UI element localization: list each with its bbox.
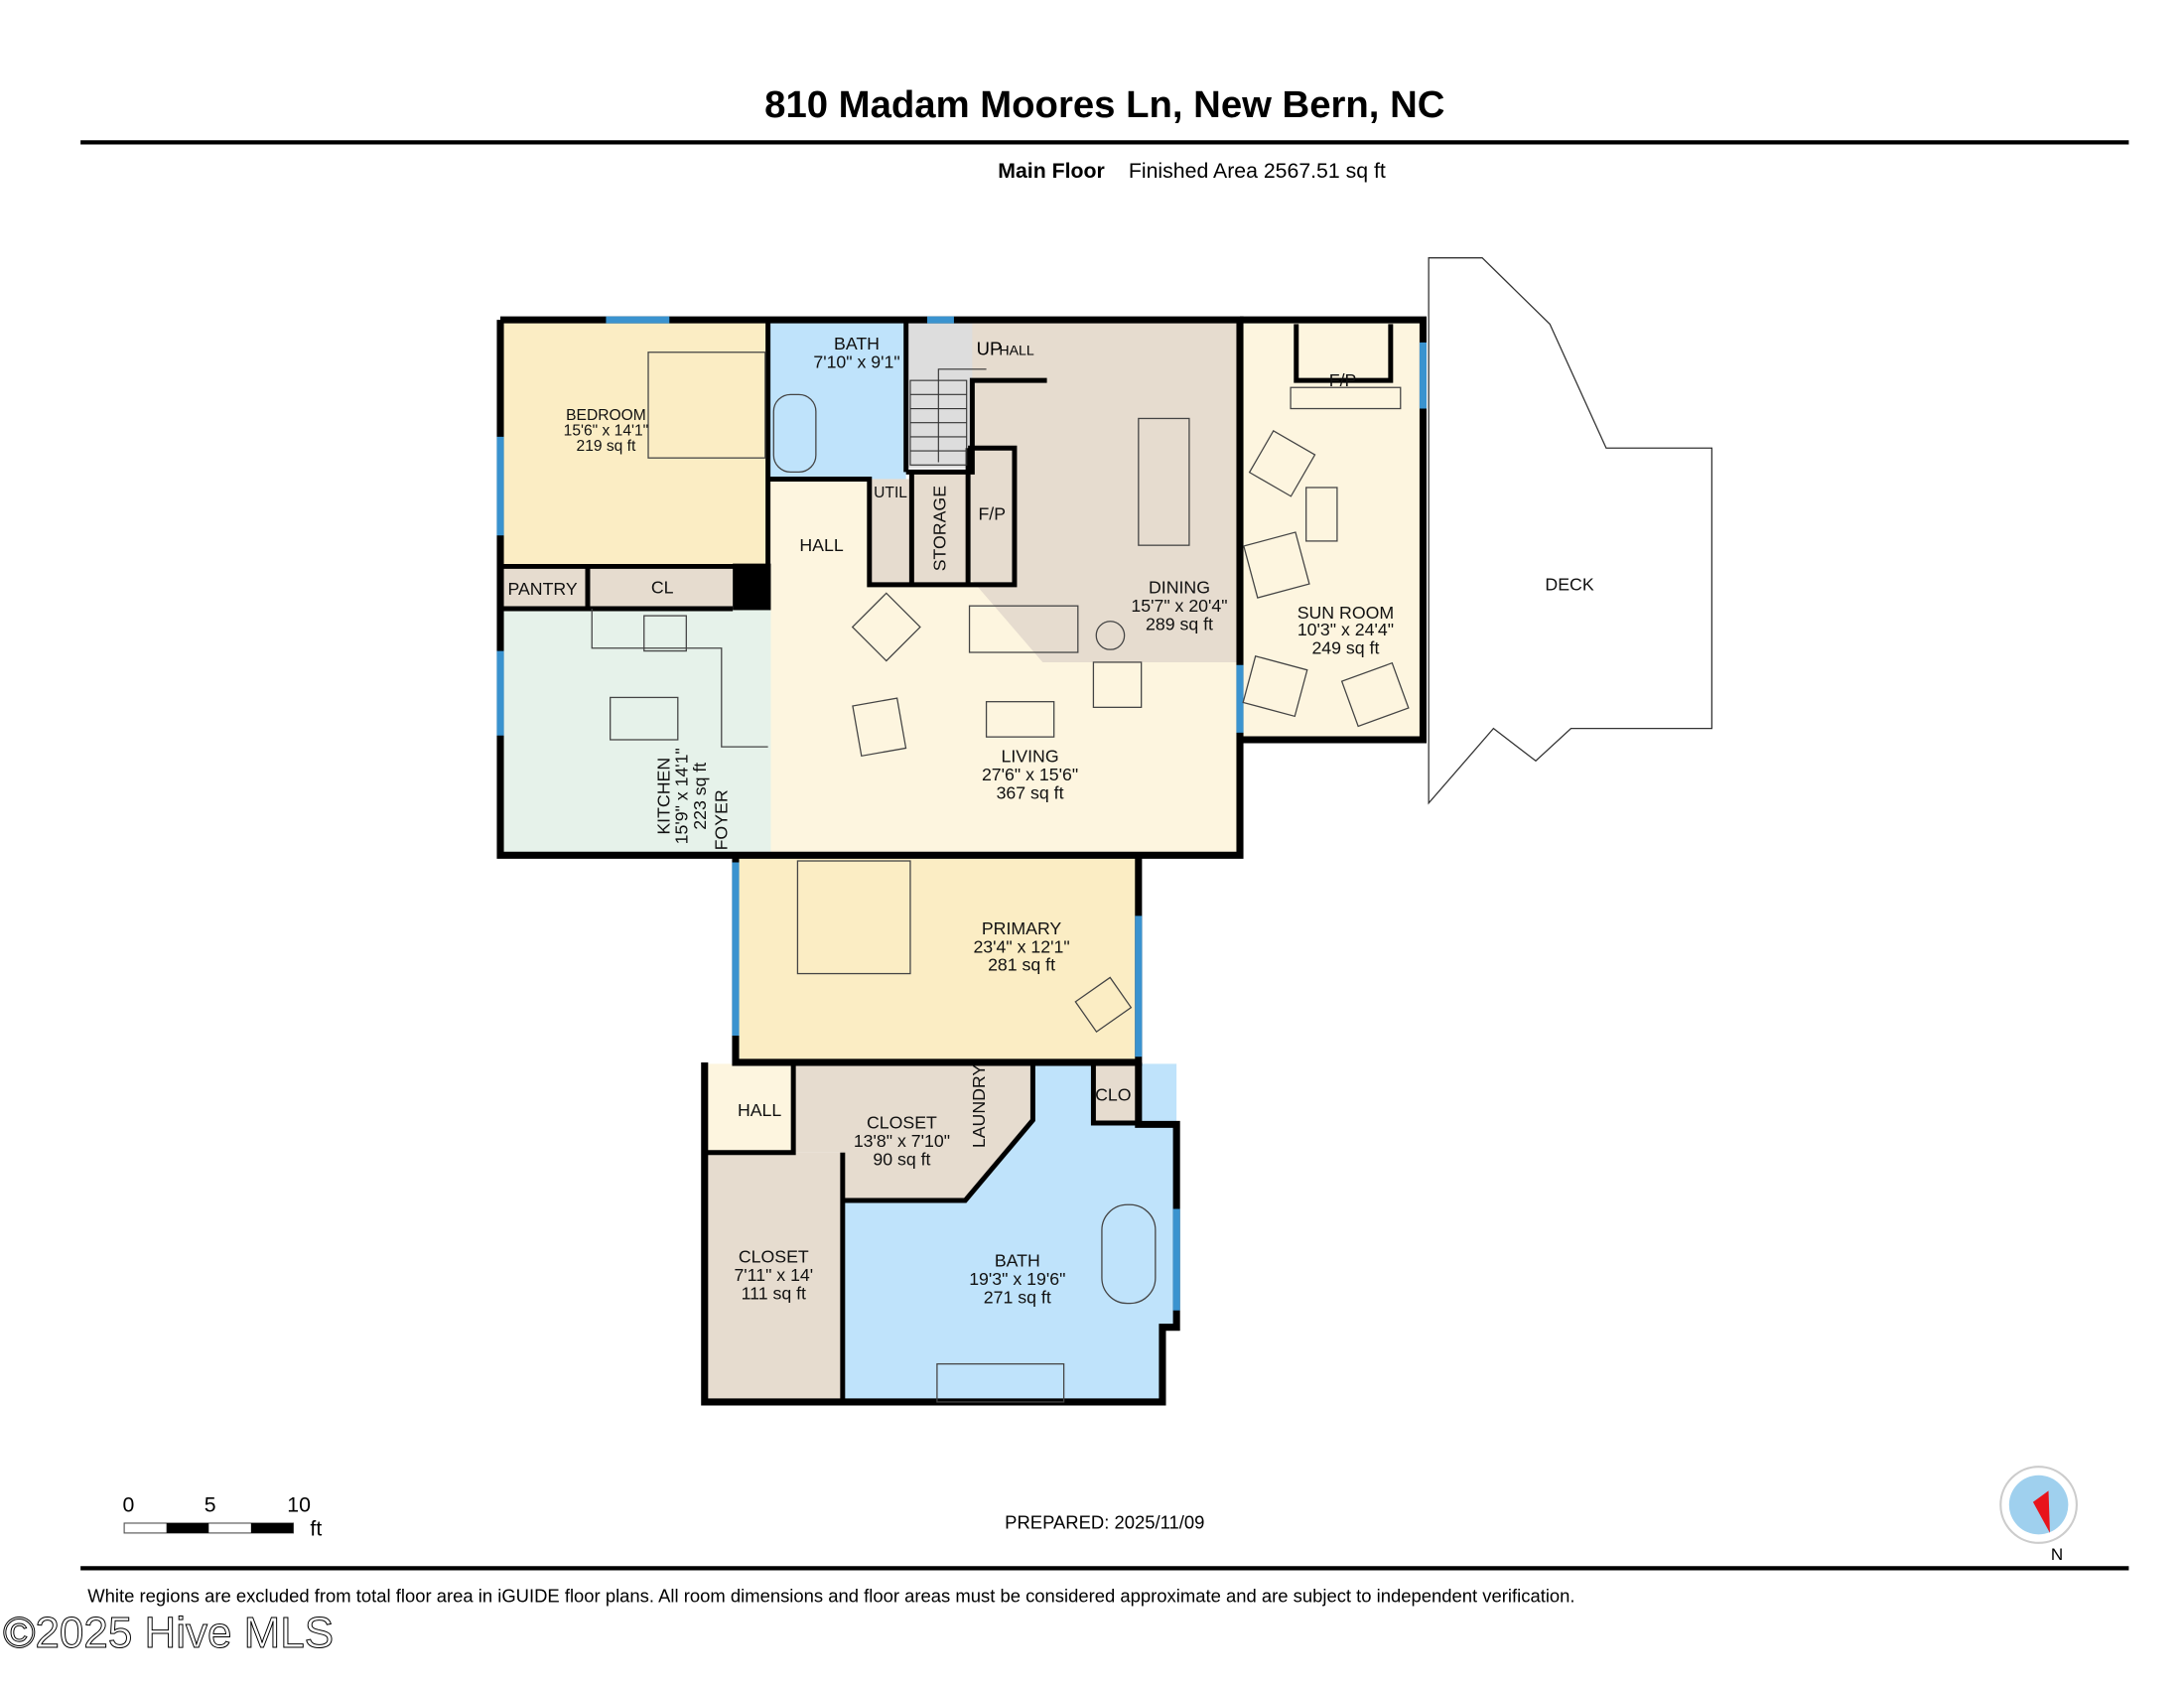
room-foyer: FOYER xyxy=(711,789,731,850)
svg-text:111 sq ft: 111 sq ft xyxy=(742,1283,806,1303)
disclaimer: White regions are excluded from total fl… xyxy=(87,1585,1574,1606)
svg-text:LIVING: LIVING xyxy=(1002,747,1059,767)
chair xyxy=(1243,531,1310,599)
room-fp: F/P xyxy=(978,504,1006,524)
svg-text:15'7" x 20'4": 15'7" x 20'4" xyxy=(1131,596,1227,616)
room-clo: CLO xyxy=(1095,1084,1131,1104)
svg-text:PRIMARY: PRIMARY xyxy=(982,918,1062,938)
room-laundry: LAUNDRY xyxy=(969,1064,989,1149)
vanity xyxy=(936,1362,1065,1403)
svg-text:13'8" x 7'10": 13'8" x 7'10" xyxy=(854,1131,950,1151)
furniture xyxy=(591,352,1410,1403)
svg-text:249 sq ft: 249 sq ft xyxy=(1311,637,1379,657)
room-storage: STORAGE xyxy=(929,486,949,571)
chair xyxy=(851,592,921,662)
svg-text:219 sq ft: 219 sq ft xyxy=(577,438,636,455)
svg-text:BATH: BATH xyxy=(834,334,880,353)
svg-text:15'9" x 14'1": 15'9" x 14'1" xyxy=(672,748,692,844)
svg-text:7'10" x 9'1": 7'10" x 9'1" xyxy=(813,352,899,371)
svg-text:ft: ft xyxy=(310,1517,322,1541)
room-hall-lower: HALL xyxy=(738,1100,781,1120)
coffee-table xyxy=(985,701,1055,738)
dining-table xyxy=(1138,417,1190,546)
svg-text:DINING: DINING xyxy=(1149,577,1210,597)
kitchen-counter xyxy=(591,609,768,748)
svg-text:N: N xyxy=(2051,1545,2063,1564)
svg-text:UP: UP xyxy=(977,339,1003,359)
svg-text:0: 0 xyxy=(122,1493,134,1517)
watermark: ©2025 Hive MLS xyxy=(3,1609,334,1657)
chair xyxy=(1074,976,1133,1033)
svg-text:281 sq ft: 281 sq ft xyxy=(988,955,1055,975)
fireplace-hearth xyxy=(1290,386,1402,410)
prepared-date: PREPARED: 2025/11/09 xyxy=(1005,1512,1204,1533)
finished-area: Finished Area 2567.51 sq ft xyxy=(1129,159,1386,183)
stairs xyxy=(909,368,987,466)
chair xyxy=(852,697,907,758)
sunroom-table xyxy=(1305,487,1338,542)
room-util: UTIL xyxy=(874,485,907,501)
sofa xyxy=(968,605,1079,653)
svg-text:HALL: HALL xyxy=(999,344,1034,359)
chair xyxy=(1092,661,1143,708)
svg-text:BATH: BATH xyxy=(995,1251,1040,1271)
svg-text:27'6" x 15'6": 27'6" x 15'6" xyxy=(982,765,1078,784)
freestanding-tub xyxy=(1101,1203,1157,1305)
chair xyxy=(1248,430,1316,497)
svg-text:KITCHEN: KITCHEN xyxy=(653,758,673,835)
room-cl: CL xyxy=(651,577,674,597)
svg-text:90 sq ft: 90 sq ft xyxy=(873,1150,930,1170)
chair xyxy=(1242,655,1308,718)
svg-text:10'3" x 24'4": 10'3" x 24'4" xyxy=(1297,620,1394,639)
svg-text:367 sq ft: 367 sq ft xyxy=(997,783,1064,803)
svg-text:15'6" x 14'1": 15'6" x 14'1" xyxy=(564,422,649,439)
svg-text:SUN ROOM: SUN ROOM xyxy=(1297,603,1394,623)
bathtub-top xyxy=(772,393,817,474)
stove xyxy=(643,615,687,652)
bed-primary xyxy=(796,860,911,975)
svg-text:19'3" x 19'6": 19'3" x 19'6" xyxy=(969,1269,1065,1289)
plant xyxy=(1095,621,1126,650)
kitchen-island xyxy=(610,696,679,741)
chair xyxy=(1340,661,1410,728)
compass-icon: N xyxy=(1999,1466,2078,1564)
deck-outline xyxy=(1428,257,1713,805)
windows xyxy=(496,316,1428,1311)
svg-text:CLOSET: CLOSET xyxy=(739,1246,809,1266)
room-hall: HALL xyxy=(799,535,843,555)
svg-text:10: 10 xyxy=(287,1493,311,1517)
svg-text:23'4" x 12'1": 23'4" x 12'1" xyxy=(973,936,1069,956)
svg-text:289 sq ft: 289 sq ft xyxy=(1146,614,1213,633)
room-pantry: PANTRY xyxy=(507,579,577,599)
svg-text:BEDROOM: BEDROOM xyxy=(566,407,646,424)
svg-text:223 sq ft: 223 sq ft xyxy=(690,763,710,830)
room-fills xyxy=(500,320,1424,1402)
bed xyxy=(647,352,766,459)
room-sunroom-fp: F/P xyxy=(1329,370,1357,390)
floor-name: Main Floor xyxy=(998,159,1105,183)
scale-bar: 0 5 10 ft xyxy=(122,1493,322,1541)
svg-text:5: 5 xyxy=(205,1493,216,1517)
room-deck: DECK xyxy=(1545,575,1593,595)
svg-text:271 sq ft: 271 sq ft xyxy=(984,1288,1051,1308)
page-title: 810 Madam Moores Ln, New Bern, NC xyxy=(764,83,1444,126)
svg-text:CLOSET: CLOSET xyxy=(867,1113,937,1133)
svg-text:7'11" x 14': 7'11" x 14' xyxy=(734,1265,813,1285)
